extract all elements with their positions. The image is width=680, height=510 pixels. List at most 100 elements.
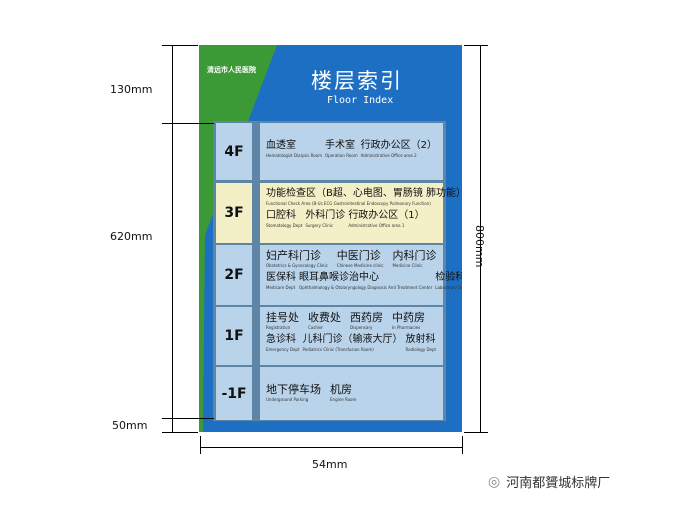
- floor-label: 2F: [216, 245, 252, 305]
- department-name: 中药房: [392, 311, 425, 324]
- department-name-en: Pediatrics Clinic (Transfusion Room): [302, 347, 374, 352]
- department-name: 内科门诊: [392, 249, 437, 262]
- sign-title: 楼层索引: [311, 69, 403, 93]
- right-dimension-line: [480, 45, 481, 432]
- department-name-en: Registration: [266, 325, 291, 330]
- hospital-logo: 清远市人民医院: [207, 66, 256, 74]
- left-dimension-line: [172, 45, 173, 432]
- floor-row: 3F 功能检查区（B超、心电图、胃肠镜 肺功能） Functional Check …: [216, 183, 462, 243]
- department-name: 儿科门诊（输液大厅）: [302, 334, 403, 345]
- tick: [162, 432, 198, 433]
- tick: [162, 418, 214, 419]
- tick: [462, 436, 463, 454]
- department-name: 收费处: [308, 311, 341, 324]
- bottom-dimension-line: [200, 447, 462, 448]
- dim-height-label: 800mm: [473, 225, 486, 268]
- floor-label: 3F: [216, 183, 252, 243]
- department-line: 功能检查区（B超、心电图、胃肠镜 肺功能） Functional Check Ar…: [266, 187, 462, 206]
- department-name-en: Laboratory Dept: [435, 285, 462, 290]
- department-name: 西药房: [350, 311, 383, 324]
- department-name-en: Chinese Medicine clinic: [336, 263, 384, 268]
- department-name-en: Radiology Dept: [405, 347, 437, 352]
- department: 行政办公区（1） Administrative Office area 1: [348, 209, 424, 228]
- department-name-en: Administrative Office area 2: [360, 153, 417, 158]
- department-name: 地下停车场: [266, 383, 321, 396]
- tick: [162, 123, 214, 124]
- department-name: 急诊科: [266, 334, 296, 345]
- floor-contents: 功能检查区（B超、心电图、胃肠镜 肺功能） Functional Check Ar…: [260, 183, 462, 243]
- department: 急诊科 Emergency Dept: [266, 333, 299, 352]
- department-name: 眼耳鼻喉诊治中心: [299, 272, 379, 283]
- department: 功能检查区（B超、心电图、胃肠镜 肺功能） Functional Check Ar…: [266, 187, 462, 206]
- watermark-text: 河南都贇城标牌厂: [506, 476, 611, 491]
- floor-label: 4F: [216, 123, 252, 180]
- department-name-en: Engine Room: [330, 397, 357, 402]
- department-name: 中医门诊: [336, 249, 381, 262]
- department-name-en: Hematologist Dialysis Room: [266, 153, 323, 158]
- tick: [464, 432, 488, 433]
- department-name: 医保科: [266, 272, 296, 283]
- department-name: 检验科: [435, 272, 462, 283]
- watermark: ◎ 河南都贇城标牌厂: [488, 472, 611, 492]
- department: 医保科 Medicare Dept: [266, 271, 296, 290]
- department-name-en: Operation Room: [325, 153, 358, 158]
- wechat-icon: ◎: [488, 473, 501, 490]
- department-name-en: Surgery Clinic: [305, 223, 334, 228]
- department-name-en: In Pharmacies: [392, 325, 421, 330]
- tick: [162, 45, 198, 46]
- department-name-en: Stomatology Dept: [266, 223, 303, 228]
- department-name-en: Obstetrics & Gynecology Clinic: [266, 263, 328, 268]
- department-name: 挂号处: [266, 311, 299, 324]
- dim-top-label: 130mm: [110, 83, 153, 96]
- department-name: 功能检查区（B超、心电图、胃肠镜 肺功能）: [266, 188, 462, 199]
- department-name-en: Cashier: [308, 325, 324, 330]
- department-name: 机房: [330, 383, 352, 396]
- dim-middle-label: 620mm: [110, 230, 153, 243]
- department-name-en: Medicare Dept: [266, 285, 296, 290]
- dim-width-label: 54mm: [312, 458, 348, 471]
- department: 行政办公区（2） Administrative Office area 2: [361, 139, 437, 158]
- sign-subtitle: Floor Index: [327, 95, 394, 106]
- dim-bottom-label: 50mm: [112, 419, 148, 432]
- department-name-en: Emergency Dept: [266, 347, 300, 352]
- department-name-en: Medicine Clinic: [392, 263, 423, 268]
- department: 儿科门诊（输液大厅） Pediatrics Clinic (Transfusion…: [302, 333, 402, 352]
- department-name: 行政办公区（2）: [360, 140, 437, 151]
- department-name: 妇产科门诊: [266, 249, 321, 262]
- floor-label: 1F: [216, 307, 252, 365]
- department-name-en: Dispensary: [350, 325, 373, 330]
- department-name: 口腔科: [266, 210, 296, 221]
- department-name: 行政办公区（1）: [348, 210, 425, 221]
- department-name-en: Administrative Office area 1: [348, 223, 405, 228]
- department: 口腔科 Stomatology Dept: [266, 209, 302, 228]
- department-name-en: Functional Check Area (B-Us ECG Gastroin…: [266, 201, 431, 206]
- floor-label: -1F: [216, 367, 252, 420]
- tick: [200, 436, 201, 454]
